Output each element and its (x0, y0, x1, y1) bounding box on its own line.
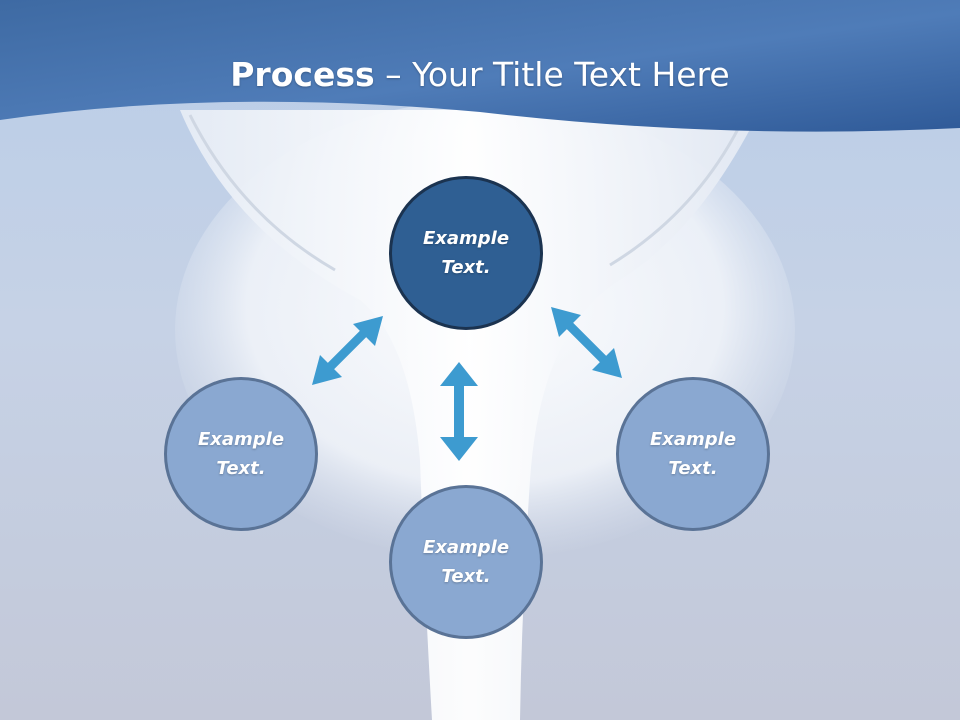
process-node-center: Example Text. (389, 176, 543, 330)
header-banner (0, 0, 960, 132)
node-center-label: Example Text. (422, 228, 510, 278)
node-left-label: Example Text. (197, 429, 285, 479)
process-node-left: Example Text. (164, 377, 318, 531)
title-rest: – Your Title Text Here (374, 55, 730, 94)
node-bottom-label: Example Text. (422, 537, 510, 587)
double-arrow-vertical (440, 362, 478, 461)
title-bold: Process (230, 55, 375, 94)
process-node-bottom: Example Text. (389, 485, 543, 639)
double-arrow-left-diagonal (312, 316, 383, 385)
node-right-label: Example Text. (649, 429, 737, 479)
page-title: Process – Your Title Text Here (0, 53, 960, 97)
double-arrow-right-diagonal (551, 307, 622, 378)
process-node-right: Example Text. (616, 377, 770, 531)
